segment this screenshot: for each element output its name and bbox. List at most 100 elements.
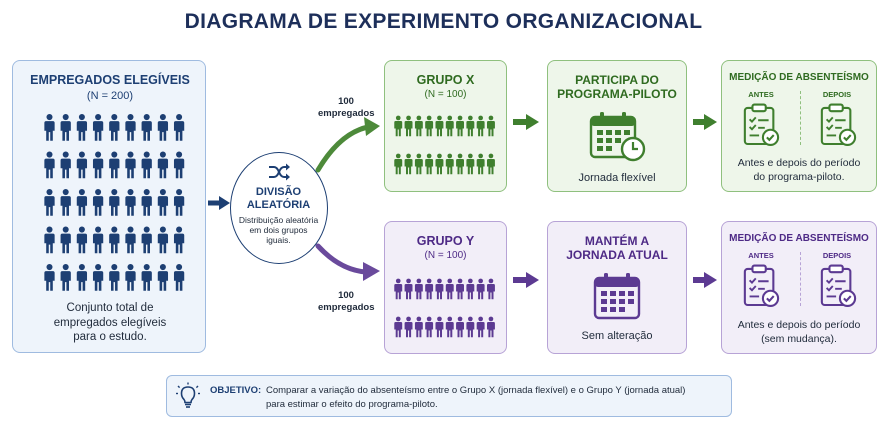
person-icon xyxy=(414,316,423,338)
branch-arrowhead-top xyxy=(364,117,380,136)
division-desc-line-3: iguais. xyxy=(266,235,291,245)
group-x-intervention-title-line-1: PARTICIPA DO xyxy=(575,73,659,87)
branch-label-bottom-line-2: empregados xyxy=(318,302,375,313)
arrow-right-icon xyxy=(513,114,539,130)
calendar-icon xyxy=(593,273,641,320)
group-y-count: (N = 100) xyxy=(424,250,467,261)
group-y-intervention-title-line-2: JORNADA ATUAL xyxy=(566,248,668,262)
eligible-caption-line-1: Conjunto total de xyxy=(66,302,154,314)
group-y-intervention-title: MANTÉM A JORNADA ATUAL xyxy=(548,234,686,262)
group-x-intervention-panel: PARTICIPA DO PROGRAMA-PILOTO Jornada fle… xyxy=(547,60,687,192)
group-y-title: GRUPO Y xyxy=(416,234,475,248)
calendar-clock-icon xyxy=(589,112,646,162)
group-x-after-label: DEPOIS xyxy=(822,90,852,99)
group-x-before-label: ANTES xyxy=(748,90,774,99)
group-y-measure-caption: Antes e depois do período (sem mudança). xyxy=(722,318,876,346)
group-x-measure-caption-line-1: Antes e depois do período xyxy=(737,157,861,169)
branch-label-top-line-1: 100 xyxy=(338,96,354,107)
branch-label-top: 100 empregados xyxy=(318,96,375,120)
group-y-intervention-title-line-1: MANTÉM A xyxy=(584,234,650,248)
group-x-measure-title: MEDIÇÃO DE ABSENTEÍSMO xyxy=(729,72,869,83)
person-icon xyxy=(486,316,495,338)
clipboard-check-icon xyxy=(819,103,857,147)
person-icon xyxy=(394,115,403,137)
group-y-intervention-panel: MANTÉM A JORNADA ATUAL Sem alteração xyxy=(547,221,687,354)
person-icon xyxy=(445,153,454,175)
person-icon xyxy=(404,153,413,175)
clipboard-check-icon xyxy=(819,264,857,308)
person-icon xyxy=(476,278,485,300)
person-icon xyxy=(476,153,485,175)
objective-panel: OBJETIVO: Comparar a variação do absente… xyxy=(166,375,732,417)
person-icon xyxy=(435,316,444,338)
group-x-intervention-title-line-2: PROGRAMA-PILOTO xyxy=(557,87,677,101)
division-description: Distribuição aleatória em dois grupos ig… xyxy=(231,215,326,245)
group-y-before-label: ANTES xyxy=(748,251,774,260)
person-icon xyxy=(404,115,413,137)
objective-text-line-1: Comparar a variação do absenteísmo entre… xyxy=(266,385,686,396)
person-icon xyxy=(394,278,403,300)
branch-arrow-top xyxy=(315,124,371,173)
person-icon xyxy=(486,115,495,137)
eligible-caption: Conjunto total de empregados elegíveis p… xyxy=(13,301,207,345)
person-icon xyxy=(466,153,475,175)
branch-label-bottom: 100 empregados xyxy=(318,290,375,314)
group-y-measure-caption-line-1: Antes e depois do período xyxy=(737,319,861,331)
group-y-measurement-panel: MEDIÇÃO DE ABSENTEÍSMO ANTES DEPOIS Ante… xyxy=(721,221,877,354)
person-icon xyxy=(466,278,475,300)
person-icon xyxy=(404,278,413,300)
eligible-caption-line-3: para o estudo. xyxy=(73,331,147,343)
person-icon xyxy=(435,115,444,137)
lightbulb-icon xyxy=(176,382,200,408)
eligible-employees-panel: EMPREGADOS ELEGÍVEIS (N = 200) Conjunto … xyxy=(12,60,206,353)
branch-label-bottom-line-1: 100 xyxy=(338,290,354,301)
person-icon xyxy=(425,115,434,137)
group-y-after-label: DEPOIS xyxy=(822,251,852,260)
person-icon xyxy=(486,278,495,300)
clipboard-check-icon xyxy=(742,103,780,147)
group-x-measure-caption-line-2: do programa-piloto. xyxy=(753,171,845,183)
person-icon xyxy=(414,153,423,175)
group-y-measure-title: MEDIÇÃO DE ABSENTEÍSMO xyxy=(729,233,869,244)
group-x-measure-caption: Antes e depois do período do programa-pi… xyxy=(722,156,876,184)
person-icon xyxy=(435,153,444,175)
group-x-people-icon xyxy=(394,115,495,175)
eligible-title: EMPREGADOS ELEGÍVEIS xyxy=(30,73,190,87)
person-icon xyxy=(414,115,423,137)
person-icon xyxy=(394,316,403,338)
person-icon xyxy=(456,278,465,300)
arrow-right-icon xyxy=(513,272,539,288)
person-icon xyxy=(445,316,454,338)
group-x-count: (N = 100) xyxy=(424,89,467,100)
group-y-panel: GRUPO Y (N = 100) xyxy=(384,221,507,354)
person-icon xyxy=(425,153,434,175)
group-x-title: GRUPO X xyxy=(416,73,475,87)
eligible-count: (N = 200) xyxy=(86,90,134,102)
person-icon xyxy=(466,115,475,137)
person-icon xyxy=(456,153,465,175)
page-title: DIAGRAMA DE EXPERIMENTO ORGANIZACIONAL xyxy=(184,10,703,33)
arrow-right-icon xyxy=(693,272,717,288)
person-icon xyxy=(414,278,423,300)
group-x-measurement-panel: MEDIÇÃO DE ABSENTEÍSMO ANTES DEPOIS Ante… xyxy=(721,60,877,192)
person-icon xyxy=(425,316,434,338)
person-icon xyxy=(476,316,485,338)
division-title-line-2: ALEATÓRIA xyxy=(246,198,311,211)
group-x-intervention-title: PARTICIPA DO PROGRAMA-PILOTO xyxy=(548,73,686,101)
group-y-measure-caption-line-2: (sem mudança). xyxy=(761,333,837,345)
shuffle-icon xyxy=(269,163,290,181)
person-icon xyxy=(404,316,413,338)
divider xyxy=(800,91,801,145)
person-icon xyxy=(466,316,475,338)
person-icon xyxy=(425,278,434,300)
objective-label: OBJETIVO: xyxy=(210,385,262,396)
person-icon xyxy=(456,316,465,338)
division-desc-line-1: Distribuição aleatória xyxy=(238,215,319,225)
clipboard-check-icon xyxy=(742,264,780,308)
person-icon xyxy=(476,115,485,137)
division-title: DIVISÃO ALEATÓRIA xyxy=(231,186,326,211)
division-title-line-1: DIVISÃO xyxy=(255,186,302,198)
person-icon xyxy=(394,153,403,175)
group-x-intervention-caption: Jornada flexível xyxy=(578,172,656,184)
